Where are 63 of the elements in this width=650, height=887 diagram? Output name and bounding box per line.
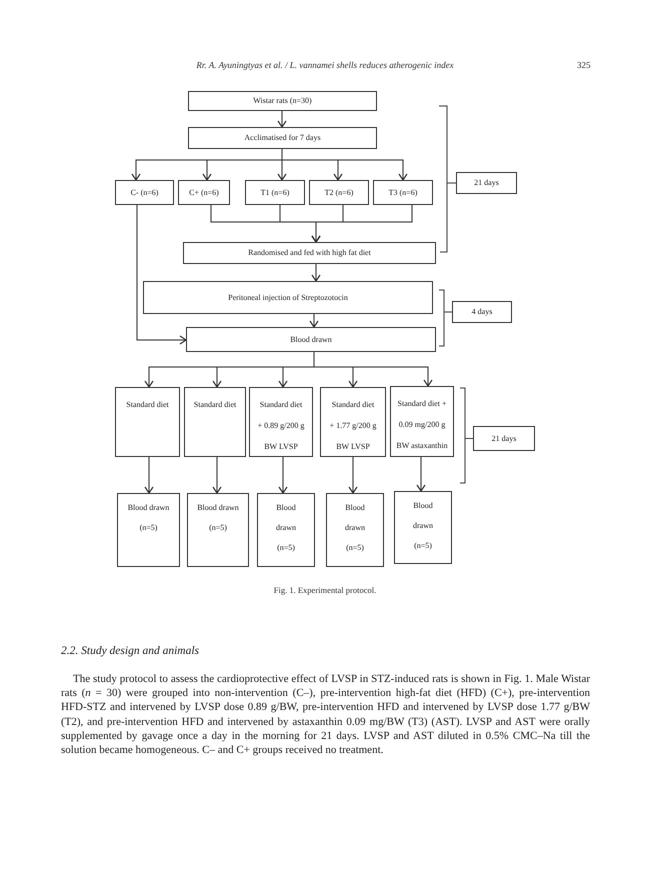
arrow — [311, 264, 321, 282]
process-box — [183, 242, 436, 264]
box-label: Randomised and fed with high fat diet — [248, 248, 371, 258]
arrow — [212, 456, 222, 494]
figure-caption: Fig. 1. Experimental protocol. — [274, 584, 376, 597]
sample-box — [394, 491, 452, 564]
box-label: Acclimatised for 7 days — [244, 133, 321, 143]
running-header: Rr. A. Ayuningtyas et al. / L. vannamei shells reduces atherogenic index — [196, 59, 454, 72]
diet-box — [390, 386, 454, 457]
box-label: Blood drawn (n=5) — [344, 502, 366, 554]
box-label: Blood drawn (n=5) — [275, 502, 297, 554]
process-box — [188, 91, 377, 111]
box-label: C+ (n=6) — [189, 188, 219, 198]
group-box — [309, 180, 369, 205]
group-box — [373, 180, 433, 205]
box-label: Peritoneal injection of Streptozotocin — [228, 292, 348, 302]
box-label: Standard diet — [194, 399, 236, 411]
box-label: Blood drawn (n=5) — [412, 500, 434, 552]
sample-box — [326, 493, 384, 567]
box-label: 4 days — [472, 307, 492, 317]
diet-box — [184, 387, 246, 457]
arrow — [277, 110, 287, 128]
box-label: Wistar rats (n=30) — [253, 96, 312, 106]
box-label: Standard diet + 0.09 mg/200 g BW astaxanthin — [395, 398, 449, 452]
process-box — [143, 281, 433, 314]
arrow — [416, 456, 426, 492]
arrow — [282, 148, 408, 181]
sample-box — [187, 493, 249, 567]
sample-box — [257, 493, 315, 567]
box-label: Standard diet — [126, 399, 169, 411]
box-label: Standard diet + 0.89 g/200 g BW LVSP — [257, 399, 305, 453]
duration-box — [452, 301, 512, 323]
duration-box — [456, 172, 517, 194]
process-box — [188, 127, 377, 149]
diet-box — [249, 387, 313, 457]
arrow — [144, 456, 154, 494]
box-label: Standard diet + 1.77 g/200 g BW LVSP — [329, 399, 377, 453]
diet-box — [320, 387, 386, 457]
box-label: T3 (n=6) — [388, 188, 418, 198]
arrow — [348, 456, 358, 494]
arrow — [311, 204, 412, 243]
box-label: Blood drawn — [290, 334, 332, 344]
process-box — [186, 327, 436, 352]
sample-box — [117, 493, 180, 567]
group-box — [245, 180, 305, 205]
page-number: 325 — [577, 59, 590, 72]
group-box — [178, 180, 230, 205]
body-paragraph: The study protocol to assess the cardioprotective effect of LVSP in STZ-induced rats is shown in Fig. 1. Male Wistar rats (n = 30) were grouped into non-intervention (C–), pre-intervention high-fat diet (HFD) (C+), pre-intervention HFD-STZ and intervened by LVSP dose 0.89 g/BW, pre-intervention HFD and intervened by LVSP dose 1.77 g/BW (T2), and pre-intervention HFD and intervened by astaxanthin 0.09 mg/BW (T3) (AST). LVSP and AST were orally supplemented by gavage once a day in the morning for 21 days. LVSP and AST diluted in 0.5% CMC–Na till the solution became homogeneous. C– and C+ groups received no treatment. — [61, 672, 590, 758]
box-label: Blood drawn (n=5) — [126, 502, 170, 534]
diet-box — [115, 387, 180, 457]
arrow — [309, 314, 319, 328]
box-label: 21 days — [474, 178, 499, 188]
box-label: T1 (n=6) — [260, 188, 290, 198]
box-label: C- (n=6) — [130, 188, 158, 198]
section-heading: 2.2. Study design and animals — [61, 644, 199, 659]
arrow — [314, 352, 433, 387]
box-label: 21 days — [492, 434, 516, 444]
box-label: T2 (n=6) — [324, 188, 354, 198]
arrow — [278, 456, 288, 494]
group-box — [115, 180, 174, 205]
box-label: Blood drawn (n=5) — [196, 502, 240, 534]
duration-box — [473, 426, 535, 451]
arrow — [136, 204, 187, 345]
